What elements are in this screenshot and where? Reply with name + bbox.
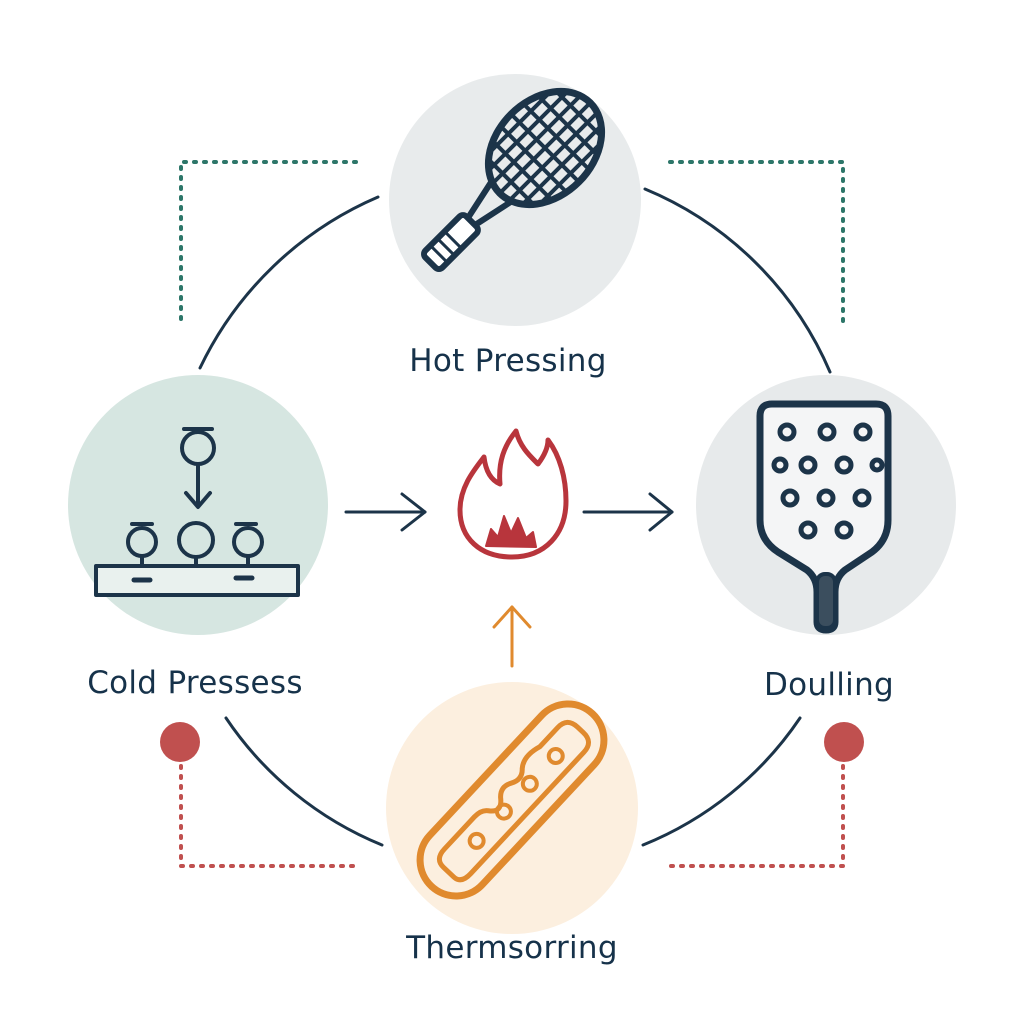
ring-arc-top-left <box>198 195 380 370</box>
ring-arc-bottom-right <box>641 716 802 847</box>
hot-pressing-label: Hot Pressing <box>409 343 607 379</box>
red-dotted-connector-left <box>179 764 356 868</box>
arrow-center-to-doulling <box>582 492 674 532</box>
perforated-paddle-icon <box>756 400 892 634</box>
capsule-strip-icon <box>416 700 608 900</box>
press-assembly-icon <box>94 427 300 597</box>
doulling-label: Doulling <box>763 667 895 703</box>
red-dot-right <box>824 722 864 762</box>
teal-dotted-connector-left <box>179 160 358 326</box>
cycle-ring <box>198 187 832 847</box>
arrow-cold-to-center <box>344 492 427 532</box>
thermsorring-label: Thermsorring <box>406 930 618 966</box>
teal-dotted-connector-right <box>668 160 845 326</box>
ring-arc-bottom-left <box>224 716 384 847</box>
red-dotted-connector-right <box>666 764 845 868</box>
arrow-thermo-to-center <box>492 605 532 668</box>
cold-presses-label: Cold Pressess <box>87 665 303 701</box>
ring-arc-top-right <box>643 187 832 374</box>
flame-icon <box>457 428 569 560</box>
red-dot-left <box>160 722 200 762</box>
